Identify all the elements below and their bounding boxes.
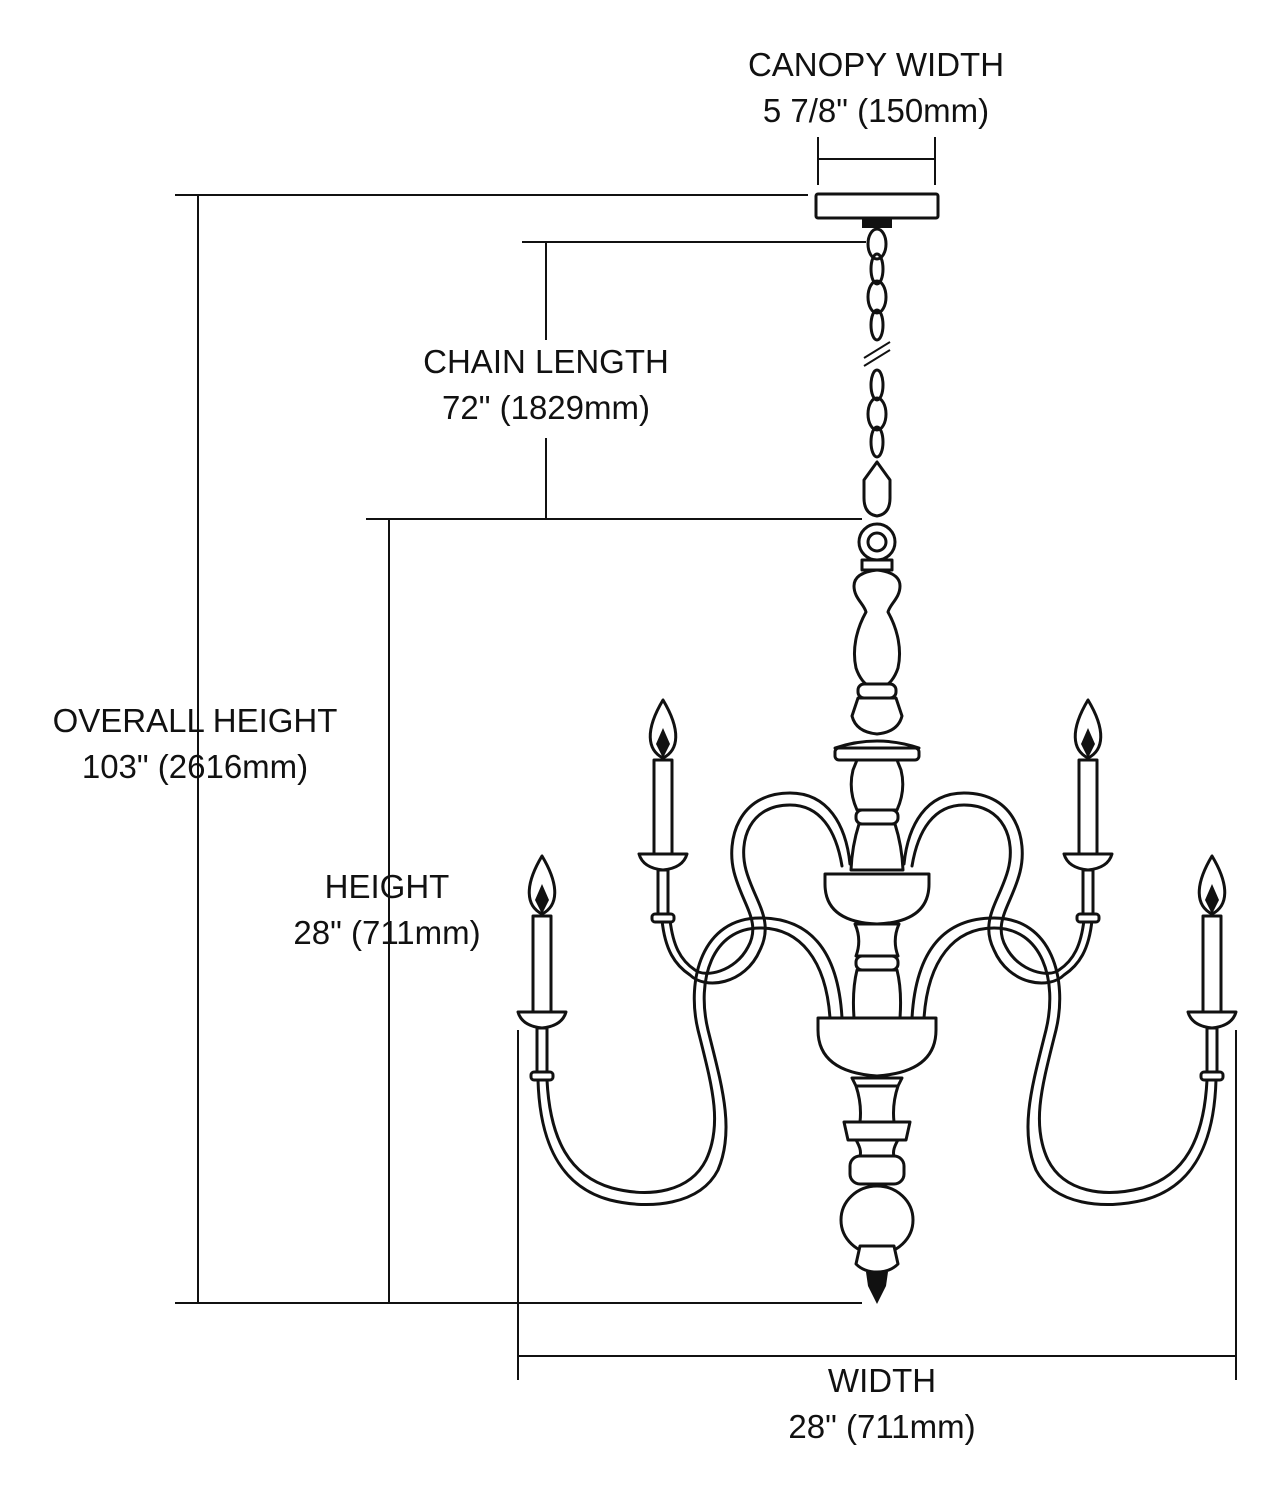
height-title: HEIGHT (324, 868, 450, 905)
candles (516, 698, 1238, 1082)
canopy-width-label: CANOPY WIDTH 5 7/8" (150mm) (726, 42, 1026, 134)
chain-length-dimension-lines (522, 241, 866, 519)
width-label: WIDTH 28" (711mm) (754, 1358, 1010, 1450)
upper-arms (660, 791, 1094, 985)
canopy-width-title: CANOPY WIDTH (747, 46, 1005, 83)
overall-height-label: OVERALL HEIGHT 103" (2616mm) (22, 698, 368, 790)
overall-height-value: 103" (2616mm) (81, 748, 309, 785)
chain-length-title: CHAIN LENGTH (423, 343, 669, 380)
canopy-width-dimension-lines (817, 137, 936, 185)
candle-upper-right (1062, 698, 1114, 924)
central-column (816, 558, 938, 1304)
chain-length-value: 72" (1829mm) (442, 389, 650, 426)
chain (857, 227, 897, 562)
height-label: HEIGHT 28" (711mm) (262, 864, 512, 956)
candle-lower-left (516, 854, 568, 1082)
width-title: WIDTH (827, 1362, 937, 1399)
canopy-width-value: 5 7/8" (150mm) (762, 92, 990, 129)
chain-length-label: CHAIN LENGTH 72" (1829mm) (396, 339, 696, 431)
height-value: 28" (711mm) (293, 914, 481, 951)
candle-upper-left (637, 698, 689, 924)
overall-height-title: OVERALL HEIGHT (52, 702, 338, 739)
canopy (814, 192, 940, 228)
lower-arms (536, 916, 1218, 1206)
height-dimension-lines (366, 518, 862, 1303)
width-value: 28" (711mm) (788, 1408, 976, 1445)
width-dimension-lines (517, 1030, 1237, 1380)
candle-lower-right (1186, 854, 1238, 1082)
